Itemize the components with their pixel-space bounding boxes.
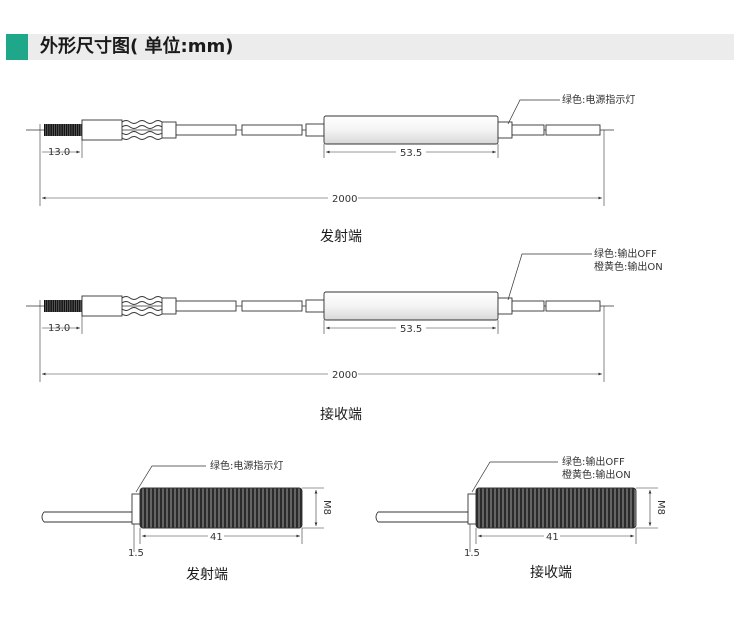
emitter-drawing bbox=[26, 99, 614, 206]
receiver-side-dim-thread: M8 bbox=[655, 500, 666, 515]
emitter-dim-small: 13.0 bbox=[48, 147, 70, 158]
emitter-side-dim-offset: 1.5 bbox=[128, 548, 144, 559]
receiver-dim-body: 53.5 bbox=[400, 324, 422, 335]
receiver-callout-line2: 橙黄色:输出ON bbox=[594, 260, 663, 273]
emitter-callout: 绿色:电源指示灯 bbox=[562, 93, 635, 106]
receiver-side-caption: 接收端 bbox=[530, 565, 572, 581]
receiver-dim-small: 13.0 bbox=[48, 323, 70, 334]
receiver-side-dim-length: 41 bbox=[546, 532, 559, 543]
header-accent-bar bbox=[6, 34, 28, 60]
receiver-dim-total: 2000 bbox=[332, 370, 357, 381]
receiver-callout-line1: 绿色:输出OFF bbox=[594, 247, 657, 260]
emitter-dim-total: 2000 bbox=[332, 194, 357, 205]
emitter-side-caption: 发射端 bbox=[186, 567, 228, 583]
receiver-side-drawing bbox=[375, 461, 658, 552]
receiver-drawing bbox=[26, 253, 614, 382]
receiver-caption: 接收端 bbox=[320, 407, 362, 423]
emitter-side-dim-thread: M8 bbox=[321, 500, 332, 515]
emitter-caption: 发射端 bbox=[320, 229, 362, 245]
emitter-side-callout: 绿色:电源指示灯 bbox=[210, 459, 283, 472]
section-title: 外形尺寸图( 单位:mm) bbox=[40, 36, 234, 57]
receiver-side-callout-line2: 橙黄色:输出ON bbox=[562, 468, 631, 481]
emitter-side-dim-length: 41 bbox=[210, 532, 223, 543]
emitter-dim-body: 53.5 bbox=[400, 148, 422, 159]
emitter-side-drawing bbox=[41, 465, 324, 552]
section-header: 外形尺寸图( 单位:mm) bbox=[6, 34, 734, 60]
receiver-side-dim-offset: 1.5 bbox=[464, 548, 480, 559]
receiver-side-callout-line1: 绿色:输出OFF bbox=[562, 455, 625, 468]
